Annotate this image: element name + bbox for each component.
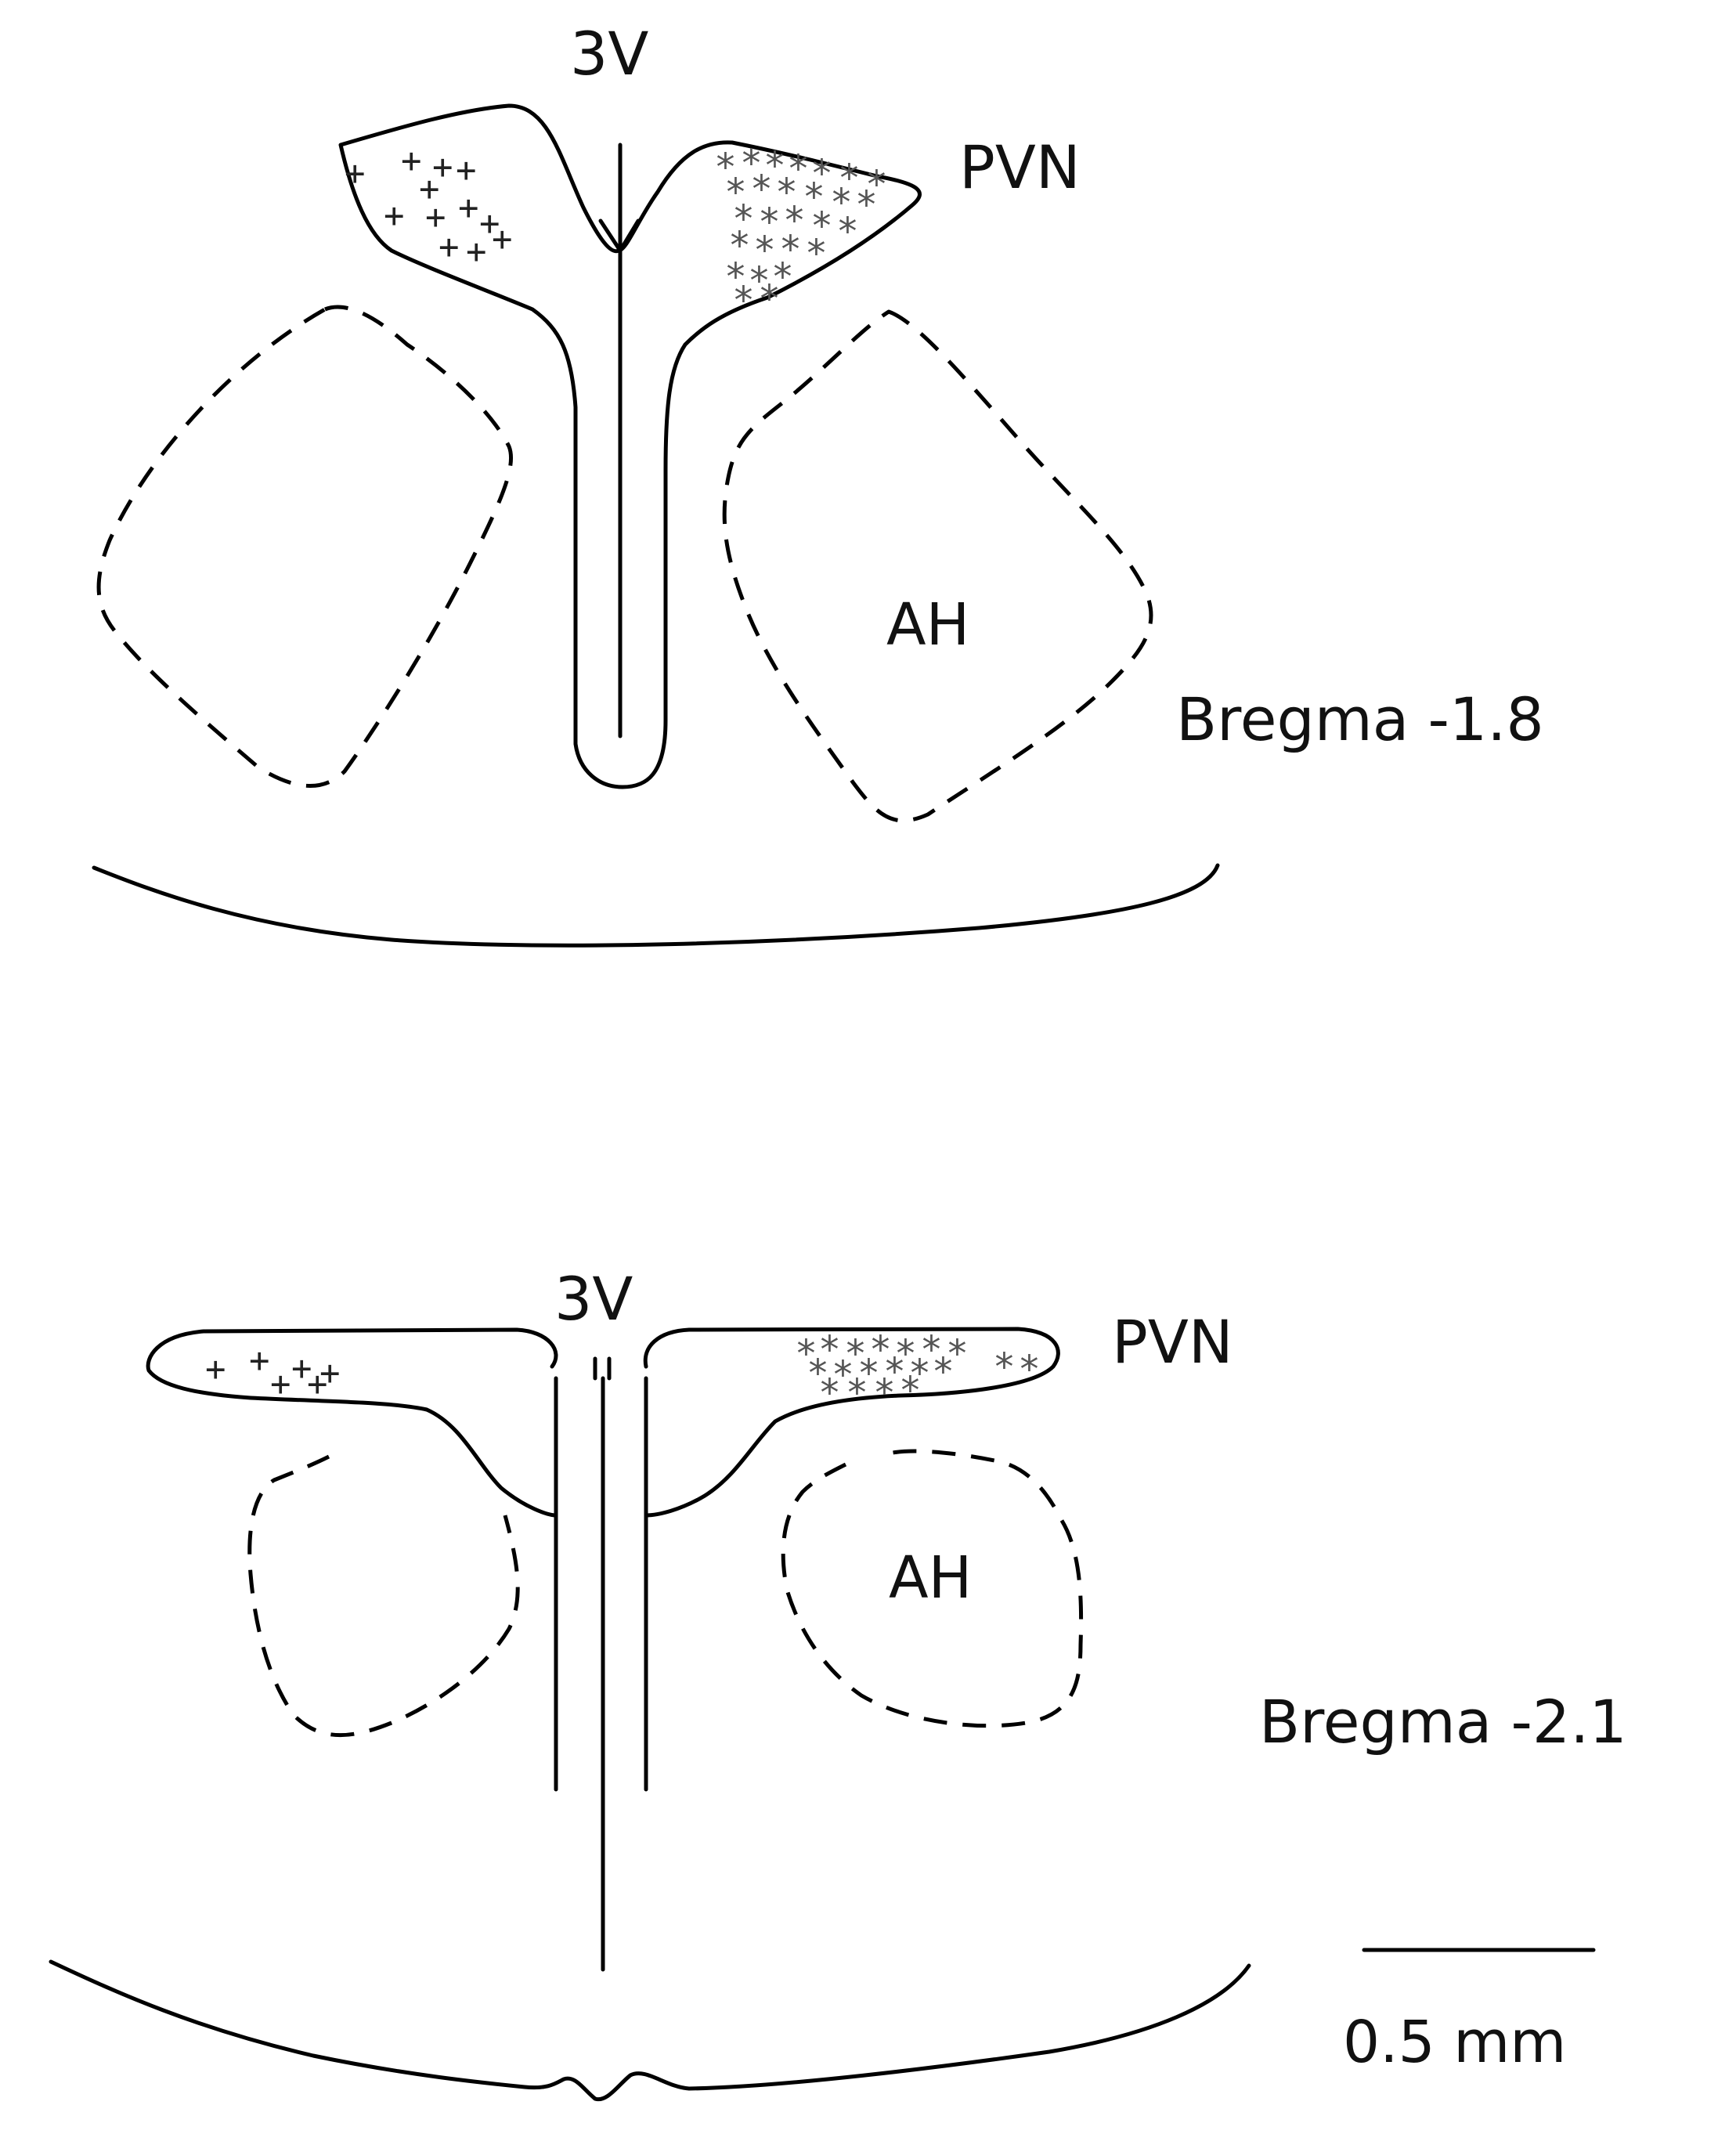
right-pvn-outline xyxy=(643,1327,1060,1518)
asterisk-marker: * xyxy=(932,1350,955,1394)
asterisk-marker: * xyxy=(783,199,806,243)
asterisk-marker: * xyxy=(894,1332,917,1376)
asterisk-marker: * xyxy=(946,1332,969,1376)
asterisk-marker: * xyxy=(908,1352,931,1396)
bregma-label: Bregma -1.8 xyxy=(1176,684,1544,754)
asterisk-marker: * xyxy=(724,171,747,215)
section-bregma-2-1: 3V AH PVN Bregma -2.1 + + + + + + * * xyxy=(49,1264,1627,2102)
asterisk-marker: * xyxy=(830,181,853,225)
asterisk-marker: * xyxy=(805,232,828,276)
ventral-brain-boundary xyxy=(49,1959,1251,2102)
asterisk-marker: * xyxy=(753,229,776,273)
asterisk-marker: * xyxy=(771,255,794,299)
asterisk-marker: * xyxy=(750,168,773,211)
asterisk-marker: * xyxy=(779,228,802,272)
left-dashed-region xyxy=(96,305,514,788)
asterisk-marker: * xyxy=(758,277,781,321)
asterisk-marker: * xyxy=(873,1371,896,1415)
asterisk-marker: * xyxy=(832,1353,854,1397)
asterisk-marker: * xyxy=(883,1350,906,1394)
plus-marker: + xyxy=(425,197,446,237)
asterisk-marker: * xyxy=(803,175,825,219)
asterisk-marker: * xyxy=(787,147,810,191)
asterisk-marker: * xyxy=(844,1332,867,1376)
pvn-label: PVN xyxy=(1112,1307,1233,1377)
plus-marker: + xyxy=(384,196,405,236)
plus-marker: + xyxy=(401,141,422,181)
asterisk-markers: * * * * * * * * * * * * * * * * * * * * … xyxy=(714,142,888,323)
asterisk-marker: * xyxy=(775,171,798,215)
plus-marker: + xyxy=(492,219,513,259)
plus-marker: + xyxy=(479,204,500,244)
ah-label: AH xyxy=(886,591,969,659)
ventral-brain-boundary xyxy=(92,863,1220,948)
asterisk-marker: * xyxy=(748,259,771,303)
asterisk-marker: * xyxy=(1018,1348,1041,1392)
third-ventricle-label: 3V xyxy=(554,1264,633,1334)
plus-marker: + xyxy=(319,1353,341,1393)
plus-marker: + xyxy=(205,1349,226,1389)
plus-marker: + xyxy=(291,1349,312,1388)
plus-marker: + xyxy=(345,153,366,193)
asterisk-marker: * xyxy=(818,1371,841,1415)
scale-bar: 0.5 mm xyxy=(1343,1948,1596,2076)
plus-marker: + xyxy=(419,169,440,209)
scale-bar-label: 0.5 mm xyxy=(1343,2009,1566,2076)
third-ventricle-label: 3V xyxy=(570,19,648,88)
plus-marker: + xyxy=(270,1364,291,1404)
plus-markers: + + + + + + xyxy=(205,1341,341,1404)
asterisk-marker: * xyxy=(763,144,786,188)
asterisk-marker: * xyxy=(732,197,755,241)
ah-label: AH xyxy=(889,1544,972,1612)
plus-marker: + xyxy=(458,188,479,228)
pvn-ventricle-outline xyxy=(338,103,922,789)
asterisk-marker: * xyxy=(920,1328,943,1372)
asterisk-marker: * xyxy=(857,1352,880,1396)
asterisk-markers: * * * * * * * * * * * * * * * * * * * xyxy=(795,1328,1041,1415)
plus-marker: + xyxy=(466,232,487,272)
asterisk-marker: * xyxy=(724,255,747,299)
asterisk-marker: * xyxy=(899,1369,922,1413)
plus-marker: + xyxy=(432,147,453,187)
section-bregma-1-8: 3V AH PVN Bregma -1.8 + + + + + + + + + … xyxy=(92,19,1544,948)
ah-region-outline xyxy=(781,1449,1084,1728)
plus-marker: + xyxy=(249,1341,270,1381)
plus-markers: + + + + + + + + + + + + xyxy=(345,141,513,272)
asterisk-marker: * xyxy=(855,183,878,227)
asterisk-marker: * xyxy=(732,279,755,323)
pvn-label: PVN xyxy=(959,132,1081,202)
left-dashed-region xyxy=(247,1454,520,1738)
asterisk-marker: * xyxy=(740,142,763,186)
asterisk-marker: * xyxy=(865,163,888,207)
ventricle-branch xyxy=(598,218,641,253)
asterisk-marker: * xyxy=(818,1328,841,1372)
left-pvn-outline xyxy=(146,1327,558,1518)
plus-marker: + xyxy=(456,150,477,190)
asterisk-marker: * xyxy=(728,224,751,268)
bregma-label: Bregma -2.1 xyxy=(1259,1687,1627,1757)
asterisk-marker: * xyxy=(846,1371,868,1415)
asterisk-marker: * xyxy=(810,204,833,248)
plus-marker: + xyxy=(307,1364,328,1404)
asterisk-marker: * xyxy=(714,146,737,190)
asterisk-marker: * xyxy=(810,152,833,196)
asterisk-marker: * xyxy=(869,1328,892,1372)
asterisk-marker: * xyxy=(795,1332,817,1376)
ah-region-outline xyxy=(722,309,1153,823)
asterisk-marker: * xyxy=(836,210,859,254)
asterisk-marker: * xyxy=(838,157,861,200)
asterisk-marker: * xyxy=(758,200,781,244)
asterisk-marker: * xyxy=(807,1352,829,1396)
asterisk-marker: * xyxy=(993,1345,1016,1389)
plus-marker: + xyxy=(439,227,460,267)
